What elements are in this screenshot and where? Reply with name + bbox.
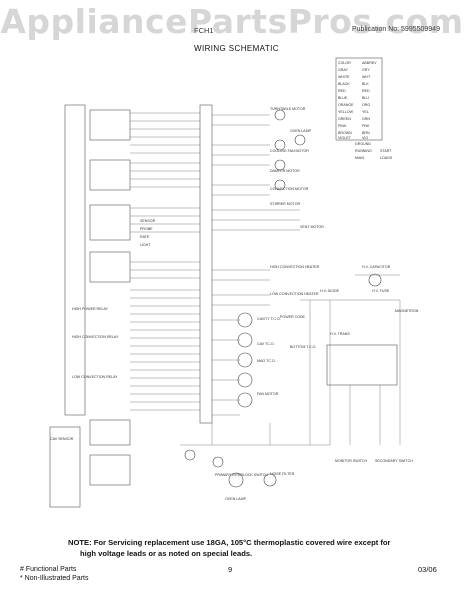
legend-loads: LOADS bbox=[380, 156, 393, 160]
footer-non-illustrated: * Non-Illustrated Parts bbox=[20, 575, 89, 582]
label-cooling-fan: COOLING FAN MOTOR bbox=[270, 149, 309, 153]
publication-number: Publication No: 5995509949 bbox=[352, 26, 440, 33]
label-hv-diode: H.V. DIODE bbox=[320, 289, 340, 293]
color-code-abbrev: WHT bbox=[362, 75, 371, 79]
color-code-abbrev: YEL bbox=[362, 110, 369, 114]
page-title: WIRING SCHEMATIC bbox=[194, 44, 279, 53]
label-fan-motor: FAN MOTOR bbox=[257, 392, 279, 396]
label-conv-motor: CONVECTION MOTOR bbox=[270, 187, 309, 191]
color-code-abbrev: ORG bbox=[362, 103, 370, 107]
color-code-row: COLOR bbox=[338, 61, 351, 65]
label-noise-filter: NOISE FILTER bbox=[270, 472, 295, 476]
label-cav-sensor: CAV SENSOR bbox=[50, 437, 74, 441]
color-code-row: BLUE bbox=[338, 96, 348, 100]
color-code-row: PINK bbox=[338, 124, 347, 128]
label-power-code: POWER CODE bbox=[280, 315, 306, 319]
color-code-row: BROWN bbox=[338, 131, 352, 135]
color-code-row: GREEN bbox=[338, 117, 351, 121]
watermark: AppliancePartsPros.com bbox=[0, 2, 464, 41]
label-bottom-tco: BOTTOM T.C.O. bbox=[290, 345, 316, 349]
label-hv-fuse: H.V. FUSE bbox=[372, 289, 390, 293]
color-code-row: YELLOW bbox=[338, 110, 354, 114]
color-code-row: VIOLET bbox=[338, 136, 352, 140]
label-hv-cap: H.V. CAPACITOR bbox=[362, 265, 391, 269]
note-line-2: high voltage leads or as noted on specia… bbox=[80, 549, 253, 558]
label-oven-lamp: OVEN LAMP bbox=[290, 129, 312, 133]
label-turntable: TURNTABLE MOTOR bbox=[270, 107, 306, 111]
color-code-row: BLACK bbox=[338, 82, 350, 86]
legend-start: START bbox=[380, 149, 392, 153]
label-sensor: SENSOR bbox=[140, 219, 156, 223]
footer-legend: # Functional Parts * Non-Illustrated Par… bbox=[20, 565, 88, 583]
legend-running: RUNNING bbox=[355, 149, 372, 153]
wiring-schematic: COLOR ABBREV GRAY GRY WHITE WHT BLACK BL… bbox=[49, 57, 419, 508]
header-model: FCH1 bbox=[194, 26, 214, 35]
color-code-abbrev: VIO bbox=[362, 136, 368, 140]
color-code-abbrev: BRN bbox=[362, 131, 370, 135]
color-code-abbrev: BLU bbox=[362, 96, 369, 100]
color-code-row: WHITE bbox=[338, 75, 350, 79]
legend-main: MAIN bbox=[355, 156, 364, 160]
color-code-abbrev: BLK bbox=[362, 82, 369, 86]
label-light: LIGHT bbox=[140, 243, 151, 247]
label-low-conv-relay: LOW CONVECTION RELAY bbox=[72, 375, 118, 379]
page-number: 9 bbox=[228, 565, 233, 574]
label-cav-tco: CAV TC.O. bbox=[257, 342, 275, 346]
label-hv-trans: H.V. TRANS bbox=[330, 332, 350, 336]
color-code-abbrev: GRY bbox=[362, 68, 370, 72]
label-mag-tco: MAG TC.O. bbox=[257, 359, 276, 363]
label-cavity-tco: CAVITY T.C.O. bbox=[257, 317, 281, 321]
label-rate: RATE bbox=[140, 235, 150, 239]
label-magnetron: MAGNETRON bbox=[395, 309, 419, 313]
color-code-row: ORANGE bbox=[338, 103, 354, 107]
label-high-conv-relay: HIGH CONVECTION RELAY bbox=[72, 335, 119, 339]
color-code-row: GRAY bbox=[338, 68, 349, 72]
label-stirrer: STIRRER MOTOR bbox=[270, 202, 300, 206]
label-monitor: MONITOR SWITCH bbox=[335, 459, 367, 463]
label-vent: VENT MOTOR bbox=[300, 225, 324, 229]
label-low-conv-heater: LOW CONVECTION HEATER bbox=[270, 292, 319, 296]
label-damper: DAMPER MOTOR bbox=[270, 169, 300, 173]
label-secondary: SECONDARY SWITCH bbox=[375, 459, 413, 463]
color-code-abbrev: RED bbox=[362, 89, 370, 93]
color-code-abbrev: ABBREV bbox=[362, 61, 377, 65]
legend-ground: GROUND bbox=[355, 142, 371, 146]
color-code-row: RED bbox=[338, 89, 346, 93]
label-high-power-relay: HIGH POWER RELAY bbox=[72, 307, 109, 311]
color-code-abbrev: PNK bbox=[362, 124, 370, 128]
label-primary: PRIMARY INTERLOCK SWITCH bbox=[215, 473, 268, 477]
label-hi-conv-heater: HIGH CONVECTION HEATER bbox=[270, 265, 320, 269]
label-probe: PROBE bbox=[140, 227, 153, 231]
color-code-abbrev: GRN bbox=[362, 117, 370, 121]
note-line-1: NOTE: For Servicing replacement use 18GA… bbox=[68, 538, 391, 547]
label-oven-lamp-2: OVEN LAMP bbox=[225, 497, 247, 501]
footer-functional-parts: # Functional Parts bbox=[20, 566, 77, 573]
service-note: NOTE: For Servicing replacement use 18GA… bbox=[68, 537, 408, 559]
footer-date: 03/06 bbox=[418, 565, 437, 574]
